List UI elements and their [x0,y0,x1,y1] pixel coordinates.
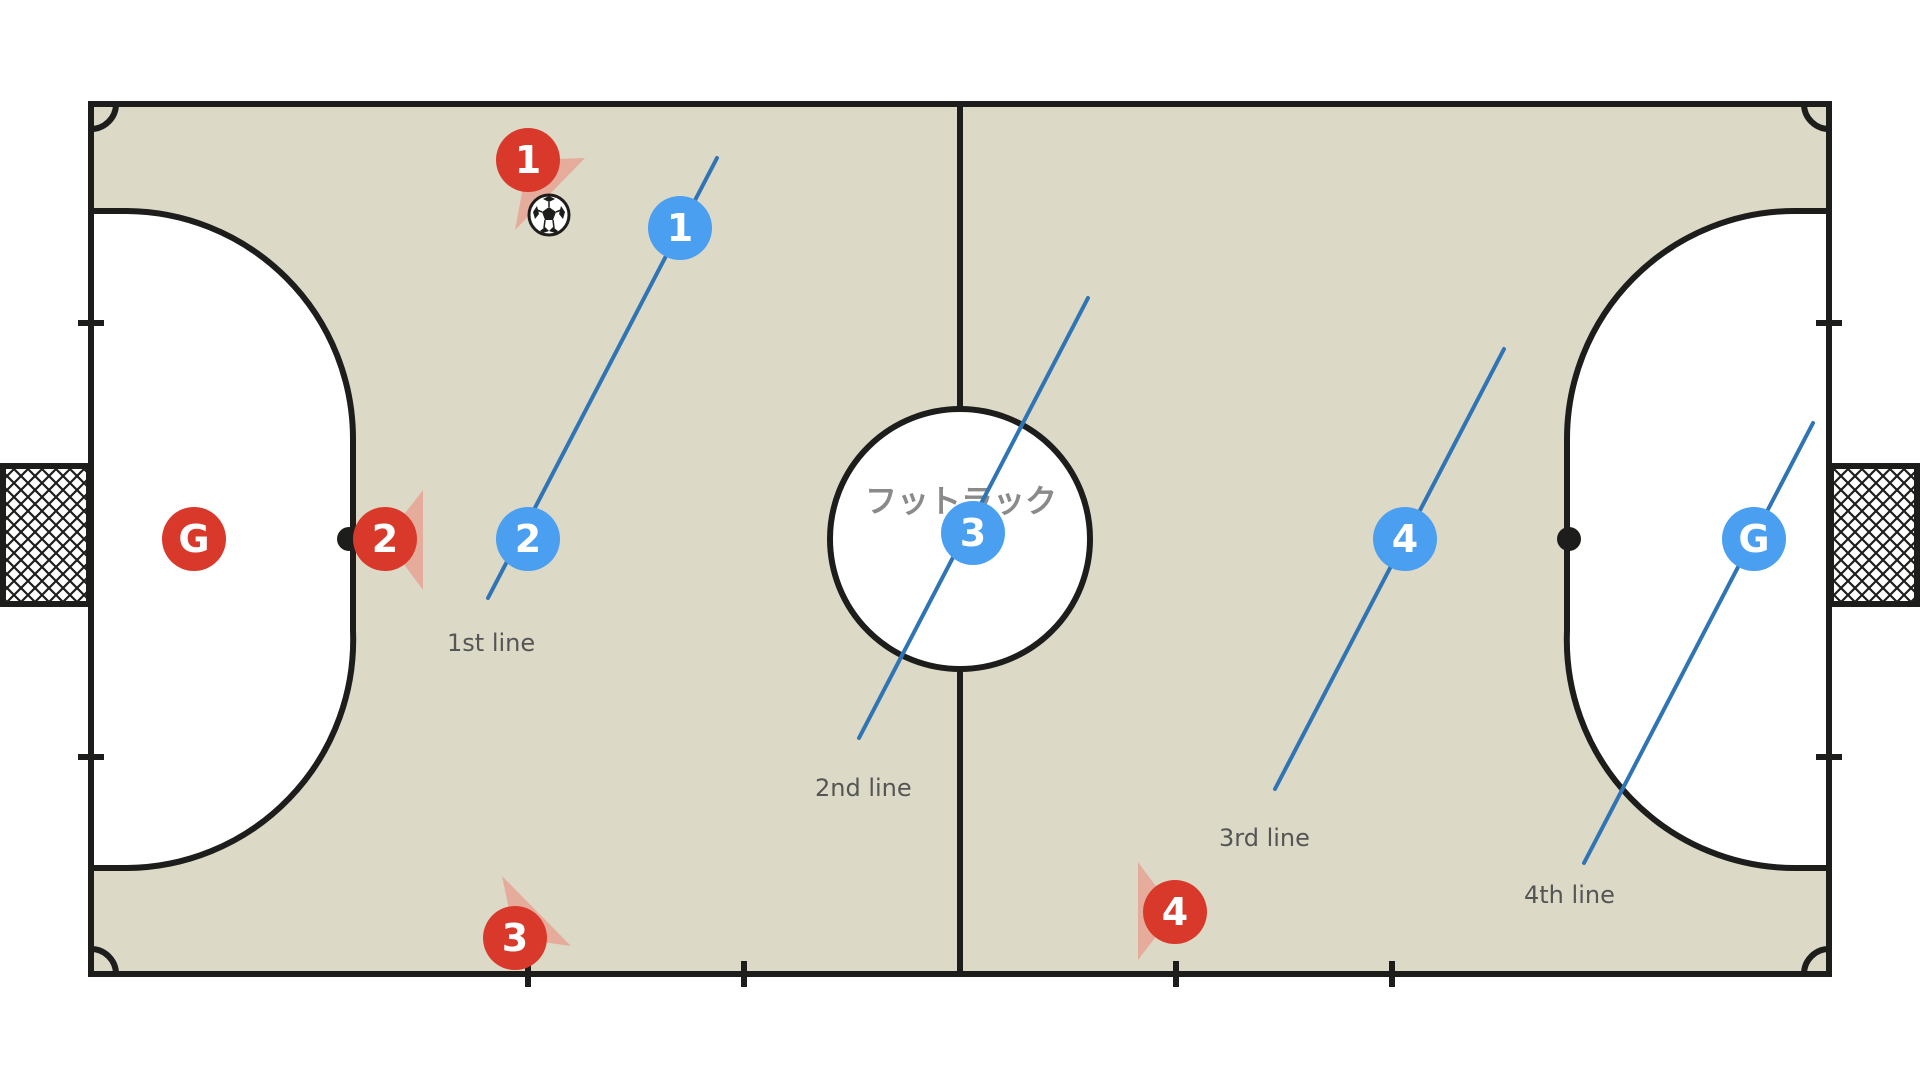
right-penalty-spot [1557,527,1581,551]
svg-text:G: G [178,517,209,561]
blue-player-4[interactable]: 4 [1373,507,1437,571]
blue-player-g[interactable]: G [1722,507,1786,571]
soccer-ball-icon[interactable] [527,193,571,237]
red-player-g[interactable]: G [162,507,226,571]
blue-player-2[interactable]: 2 [496,507,560,571]
red-player-1[interactable]: 1 [496,128,560,192]
right-goal [1828,463,1920,607]
svg-text:4: 4 [1162,890,1188,934]
left-goal [0,463,92,607]
line-label-2nd: 2nd line [815,774,912,802]
red-player-2[interactable]: 2 [353,507,417,571]
svg-text:2: 2 [515,517,541,561]
defense-line-4th [1582,421,1815,865]
corner-arc-bottom-left [90,946,119,975]
line-label-3rd: 3rd line [1219,824,1310,852]
line-label-4th: 4th line [1524,881,1615,909]
svg-text:1: 1 [667,206,693,250]
svg-text:2: 2 [372,517,398,561]
corner-arc-top-left [90,103,119,132]
svg-text:G: G [1738,517,1769,561]
blue-player-3[interactable]: 3 [941,501,1005,565]
boundary-ticks [78,320,1842,987]
right-penalty-area [1563,208,1832,871]
red-player-4[interactable]: 4 [1143,880,1207,944]
corner-arc-top-right [1801,103,1830,132]
svg-text:1: 1 [515,138,541,182]
corner-arc-bottom-right [1801,946,1830,975]
line-label-1st: 1st line [447,629,535,657]
red-player-3[interactable]: 3 [483,906,547,970]
defense-line-3rd [1273,347,1506,791]
svg-text:4: 4 [1392,517,1418,561]
blue-player-1[interactable]: 1 [648,196,712,260]
svg-text:3: 3 [502,916,528,960]
svg-text:3: 3 [960,511,986,555]
